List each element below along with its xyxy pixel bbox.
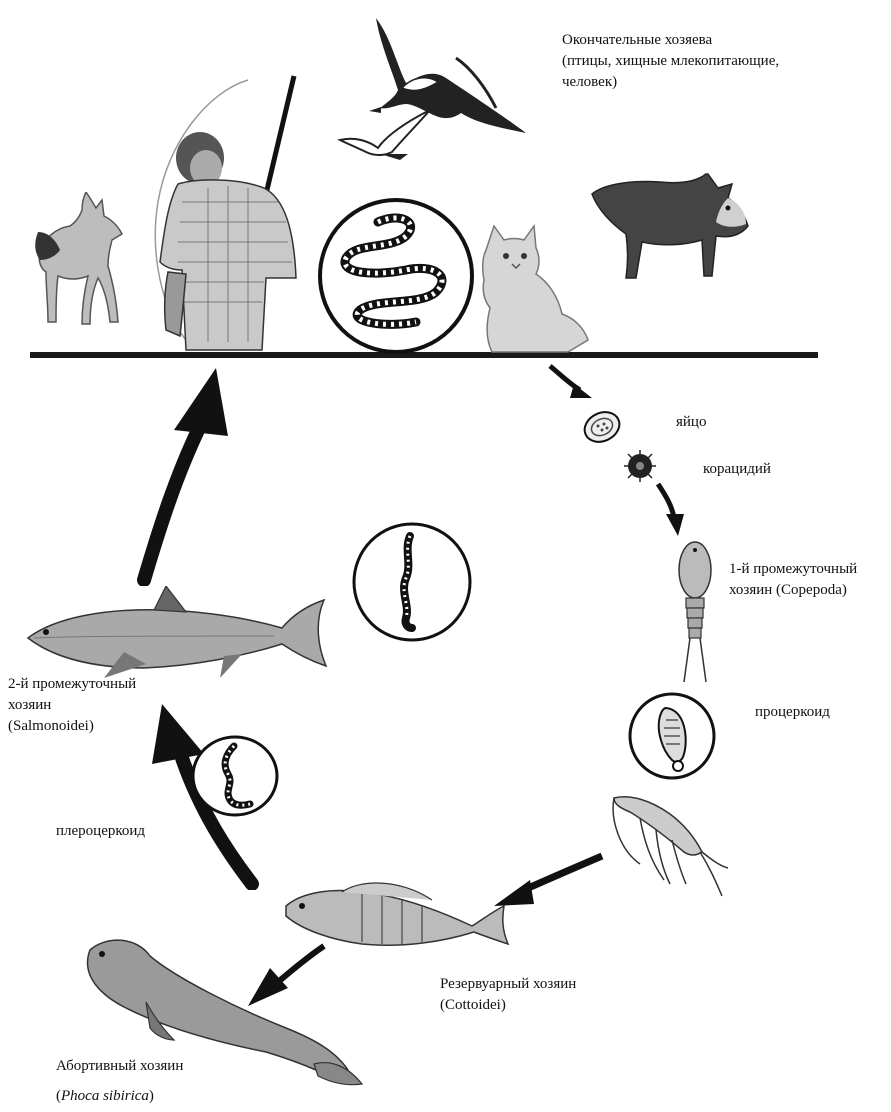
definitive-hosts-line2: (птицы, хищные млекопитающие, — [562, 51, 779, 72]
second-intermediate-line2: хозяин — [8, 695, 136, 716]
arrow-to-copepod — [652, 480, 692, 540]
definitive-hosts-label: Окончательные хозяева (птицы, хищные мле… — [562, 30, 779, 93]
gull-icon — [336, 8, 536, 168]
amphipod-icon — [600, 790, 730, 900]
coracidium-icon — [620, 448, 660, 484]
first-intermediate-label: 1-й промежуточный хозяин (Copepoda) — [729, 559, 857, 601]
seal-icon — [66, 932, 366, 1092]
egg-label: яйцо — [676, 412, 706, 433]
whitefish-icon — [24, 586, 330, 690]
fisherman-icon — [148, 72, 328, 356]
second-intermediate-line3: (Salmonoidei) — [8, 716, 136, 737]
arrow-to-definitive — [130, 366, 240, 586]
reservoir-host-line2: (Cottoidei) — [440, 995, 576, 1016]
arrow-to-egg — [540, 360, 610, 410]
fox-icon — [588, 168, 778, 286]
copepod-icon — [670, 540, 720, 688]
coracidium-label: корацидий — [703, 459, 771, 480]
procercoid-icon — [626, 690, 718, 782]
plerocercoid-label: плероцеркоид — [56, 821, 145, 842]
reservoir-host-line1: Резервуарный хозяин — [440, 974, 576, 995]
first-intermediate-line1: 1-й промежуточный — [729, 559, 857, 580]
reservoir-host-label: Резервуарный хозяин (Cottoidei) — [440, 974, 576, 1016]
tapeworm-icon — [316, 196, 476, 356]
plerocercoid-center-icon — [350, 520, 474, 644]
egg-icon — [582, 410, 622, 444]
wolf-icon — [28, 192, 138, 354]
first-intermediate-line2: хозяин (Copepoda) — [729, 580, 857, 601]
definitive-hosts-line1: Окончательные хозяева — [562, 30, 779, 51]
plerocercoid-icon — [190, 734, 280, 818]
procercoid-label: процеркоид — [755, 702, 830, 723]
definitive-hosts-line3: человек) — [562, 72, 779, 93]
